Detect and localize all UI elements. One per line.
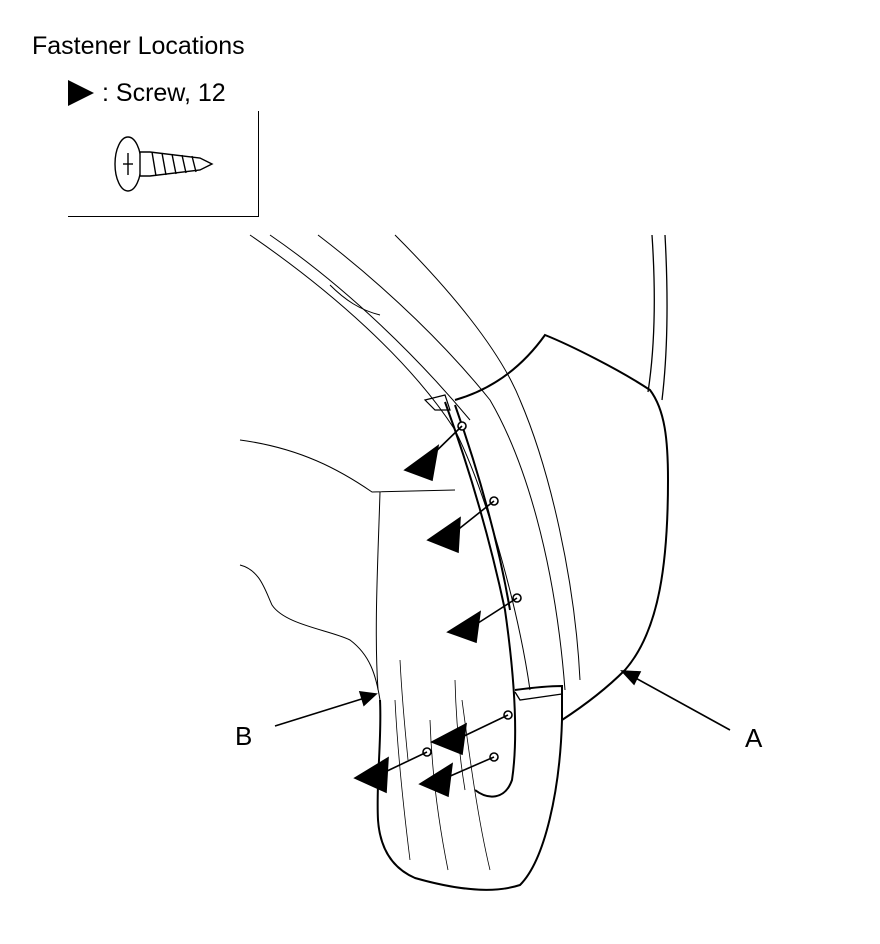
mudguard-a — [376, 333, 670, 891]
screw-marker — [403, 421, 467, 482]
legend-label: : Screw, 12 — [102, 79, 226, 107]
bumper-outline — [239, 439, 456, 701]
fender-edge — [647, 234, 668, 401]
screw-marker — [446, 593, 522, 644]
screw-marker — [353, 747, 432, 794]
triangle-arrow-icon — [68, 80, 94, 106]
diagram-title: Fastener Locations — [32, 32, 245, 60]
screw-markers — [353, 421, 522, 798]
screw-marker — [430, 710, 513, 756]
callout-leaders — [274, 670, 731, 731]
callout-a: A — [745, 723, 763, 753]
callout-b: B — [235, 721, 252, 751]
screw-marker — [418, 752, 499, 798]
screw-marker — [426, 496, 499, 554]
screw-icon — [114, 136, 214, 192]
legend-box — [68, 111, 259, 217]
legend-row: : Screw, 12 — [68, 76, 226, 110]
